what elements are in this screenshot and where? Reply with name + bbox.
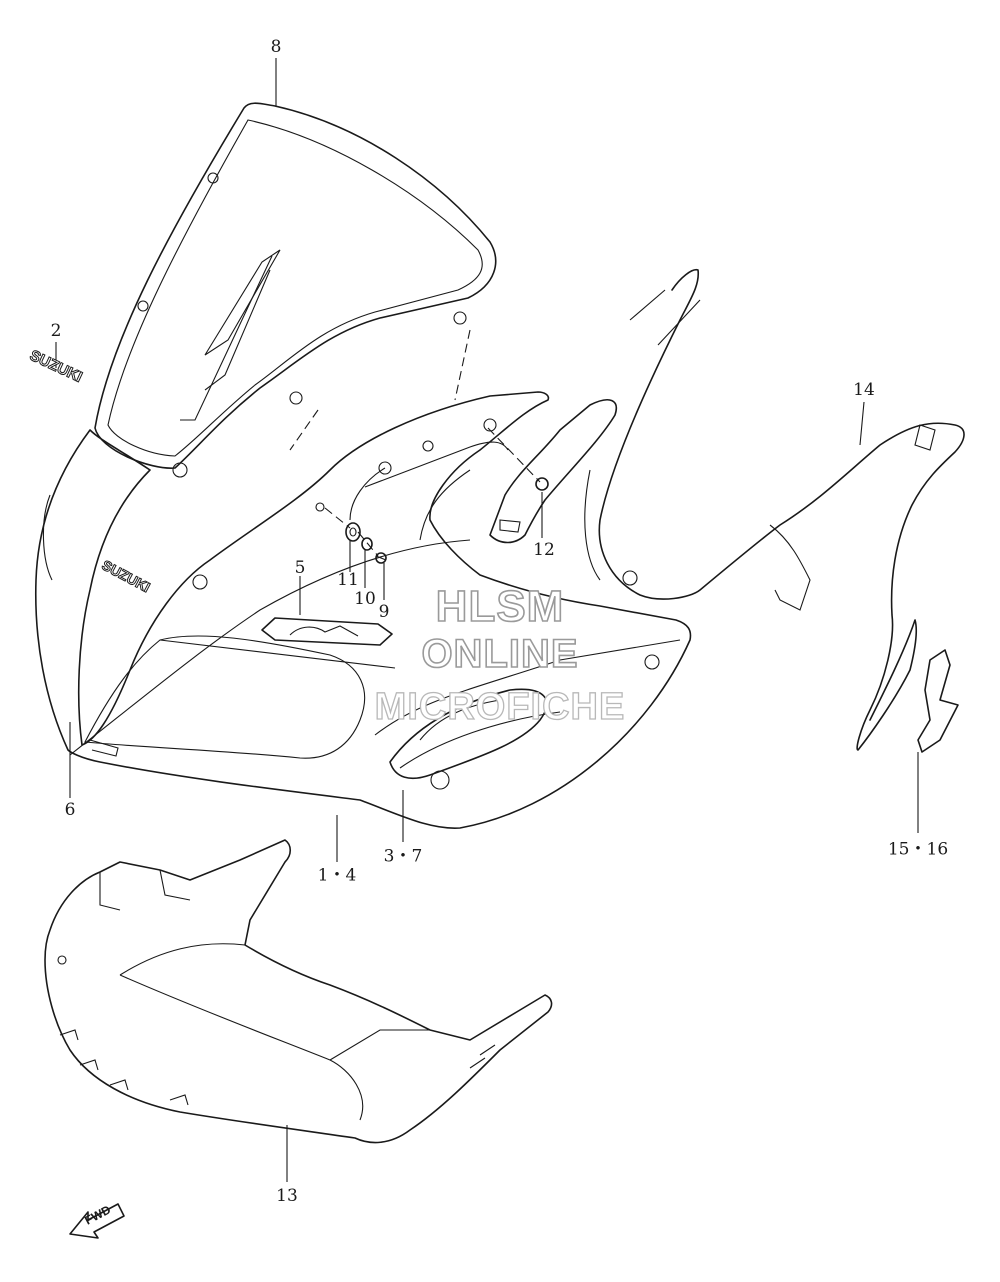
callout-9: 9	[378, 602, 390, 622]
callout-5: 5	[294, 558, 306, 578]
callout-12: 12	[533, 540, 555, 560]
inner-panel	[584, 268, 965, 751]
watermark-line-2: ONLINE	[421, 631, 579, 677]
side-bracket	[917, 649, 959, 753]
callout-6: 6	[64, 800, 76, 820]
callout-11: 11	[337, 570, 359, 590]
callout-8: 8	[270, 37, 282, 57]
watermark-line-3: MICROFICHE	[374, 685, 626, 728]
side-stay	[489, 399, 617, 544]
side-decal	[389, 688, 548, 779]
upper-cowling	[34, 391, 692, 829]
callout-15-16: 15・16	[887, 839, 949, 860]
callout-13: 13	[276, 1186, 298, 1206]
windscreen	[94, 102, 497, 478]
callout-14: 14	[853, 380, 875, 400]
callout-10: 10	[354, 589, 376, 609]
callout-2: 2	[50, 321, 62, 341]
callout-1-4: 1・4	[317, 865, 357, 886]
callout-3-7: 3・7	[383, 846, 423, 867]
under-cowling	[44, 839, 553, 1144]
fwd-arrow-icon	[69, 1203, 125, 1239]
watermark-line-1: HLSM	[435, 581, 565, 632]
fasteners	[345, 477, 549, 564]
sv-emblem	[261, 617, 393, 646]
